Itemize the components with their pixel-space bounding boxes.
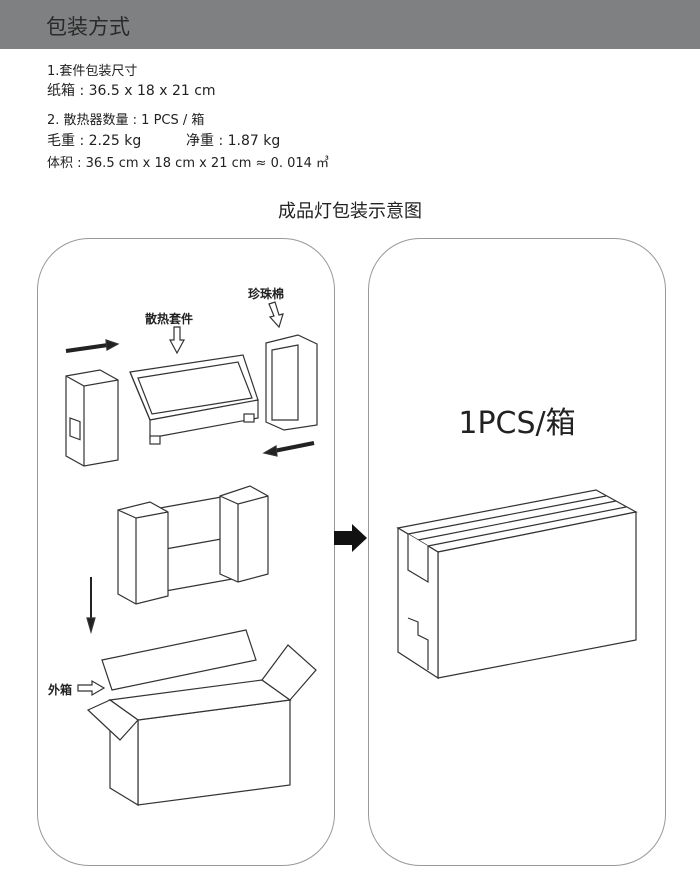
quantity: 2. 散热器数量 : 1 PCS / 箱 (47, 113, 205, 128)
diagram-caption: 成品灯包装示意图 (278, 201, 422, 222)
hollow-arrow-outer-box-icon (77, 679, 106, 697)
big-arrow-right-icon (334, 524, 367, 552)
arrow-down-icon (86, 577, 96, 635)
label-heatsink-kit: 散热套件 (145, 312, 194, 326)
left-panel (37, 238, 335, 866)
open-outer-box (86, 629, 317, 807)
heatsink-kit (129, 354, 259, 445)
gross-weight: 毛重 : 2.25 kg (47, 133, 142, 149)
assembled-kit (117, 485, 269, 605)
page-title: 包装方式 (46, 15, 130, 39)
foam-block-left (65, 369, 119, 467)
net-weight: 净重 : 1.87 kg (186, 133, 281, 149)
hollow-arrow-heatsink-icon (168, 326, 186, 355)
carton-size: 纸箱 : 36.5 x 18 x 21 cm (47, 83, 216, 99)
hollow-arrow-foam-icon (268, 301, 284, 329)
closed-carton (396, 489, 638, 680)
right-panel (368, 238, 666, 866)
kit-heading: 1.套件包装尺寸 (47, 64, 138, 79)
label-pearl-foam: 珍珠棉 (248, 287, 285, 301)
arrow-left-icon (262, 441, 315, 457)
foam-block-right (265, 334, 318, 431)
volume: 体积 : 36.5 cm x 18 cm x 21 cm ≈ 0. 014 ㎥ (47, 156, 330, 171)
label-outer-box: 外箱 (48, 683, 73, 697)
arrow-right-icon (65, 339, 120, 353)
quantity-per-box: 1PCS/箱 (458, 406, 576, 441)
header-bar: 包装方式 (0, 0, 700, 49)
